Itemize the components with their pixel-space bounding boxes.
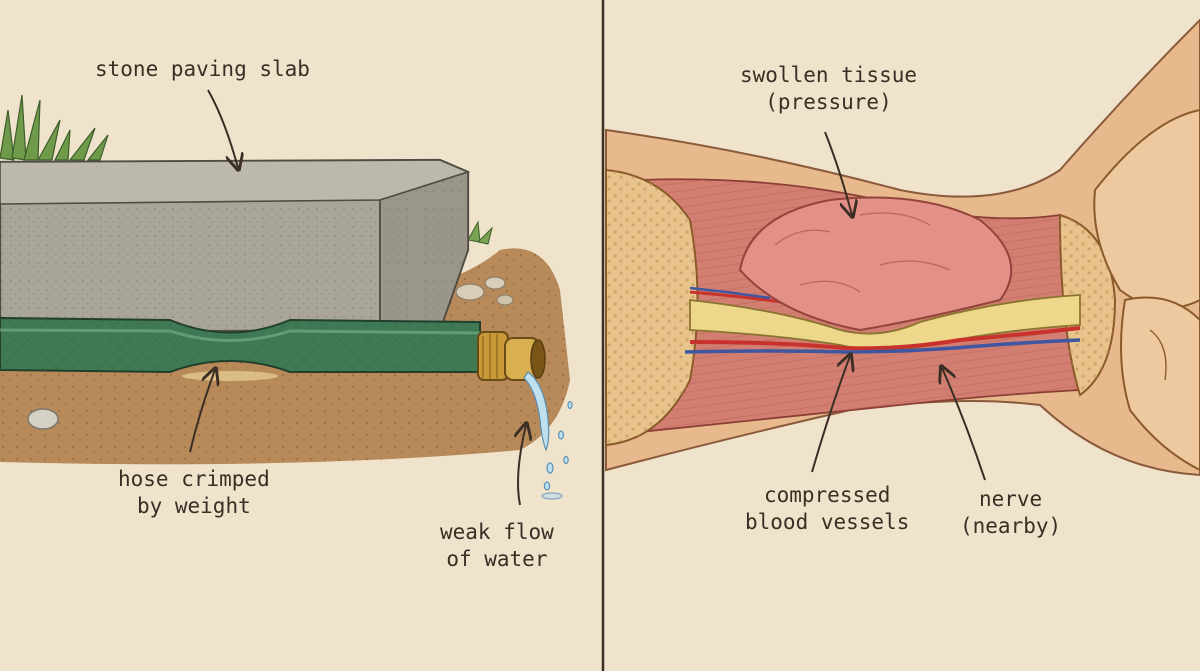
nerve-bundle: [689, 294, 1081, 351]
label-line: compressed: [763, 483, 891, 507]
label-line: by weight: [136, 494, 251, 518]
nerve-pointer-arrow: [942, 368, 986, 481]
right-panel: [605, 18, 1200, 481]
flow-pointer-arrow: [518, 425, 526, 506]
label-swollen-tissue: swollen tissue (pressure): [740, 62, 917, 116]
label-weak-flow: weak flow of water: [440, 519, 554, 573]
label-line: (nearby): [960, 514, 1062, 538]
artery: [689, 326, 1081, 351]
label-hose-crimped: hose crimped by weight: [118, 466, 270, 520]
label-line: stone paving slab: [95, 57, 310, 81]
water-trickle: [523, 371, 573, 500]
swollen-tissue: [738, 196, 1013, 332]
left-panel: [0, 89, 573, 506]
pebble: [484, 276, 506, 290]
bone-left: [605, 168, 699, 447]
label-line: swollen tissue: [740, 63, 918, 87]
label-line: of water: [446, 547, 548, 571]
tissue-pointer-arrow: [824, 131, 852, 215]
hose-brass-fitting: [477, 331, 546, 381]
garden-hose: [0, 316, 481, 381]
grass-tuft: [0, 94, 109, 161]
label-compressed-blood-vessels: compressed blood vessels: [745, 482, 909, 536]
label-line: blood vessels: [745, 510, 910, 534]
pebble: [496, 294, 514, 306]
vein: [684, 338, 1081, 354]
grass-tuft: [467, 220, 493, 245]
pebble: [27, 408, 59, 430]
stone-slab: [0, 158, 471, 334]
vessels-pointer-arrow: [811, 356, 850, 473]
bone-right-joint: [1058, 108, 1200, 472]
label-stone-paving-slab: stone paving slab: [95, 56, 310, 83]
hose-pointer-arrow: [189, 370, 215, 453]
label-line: hose crimped: [118, 467, 270, 491]
slab-pointer-arrow: [207, 89, 238, 168]
label-line: weak flow: [440, 520, 554, 544]
label-line: (pressure): [765, 90, 892, 114]
label-line: nerve: [978, 487, 1043, 511]
label-nerve-nearby: nerve (nearby): [960, 486, 1061, 540]
pebble: [455, 283, 485, 301]
